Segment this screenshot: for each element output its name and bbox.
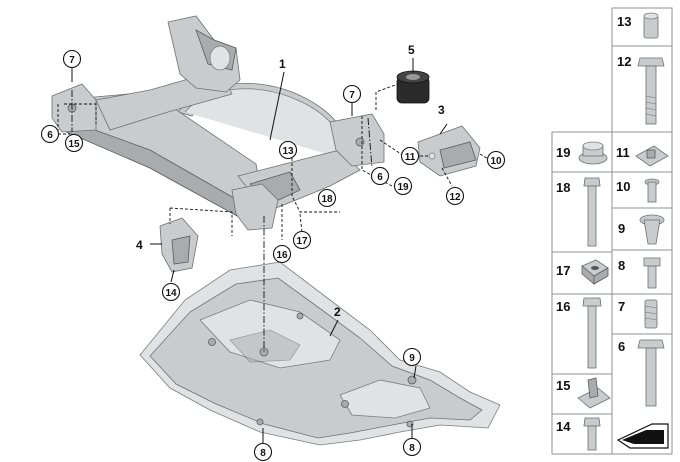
legend-item-7[interactable]: 7	[618, 299, 658, 329]
screw-8-icon	[643, 257, 661, 289]
legend-item-10[interactable]: 10	[616, 178, 660, 203]
legend-number: 14	[556, 419, 571, 434]
legend-number: 11	[616, 145, 630, 160]
callout-label: 8	[409, 443, 415, 454]
direction-arrow-icon	[616, 423, 669, 449]
legend-item-17[interactable]: 17	[556, 259, 609, 285]
legend-item-16[interactable]: 16	[556, 297, 602, 369]
parts-legend: 13 12 19 11	[551, 7, 673, 455]
callout-8-right[interactable]: 8	[402, 437, 422, 457]
callout-11[interactable]: 11	[400, 146, 420, 166]
mount-bracket-3	[417, 125, 481, 177]
callout-19[interactable]: 19	[393, 176, 413, 196]
callout-label: 4	[136, 238, 143, 252]
callout-label: 7	[349, 90, 355, 101]
callout-1[interactable]: 1	[279, 57, 286, 71]
callout-6-left[interactable]: 6	[40, 124, 60, 144]
flange-bolt-icon	[637, 339, 665, 407]
callout-label: 6	[377, 172, 383, 183]
expanding-nut-icon	[639, 214, 665, 245]
legend-number: 18	[556, 180, 570, 195]
callout-16[interactable]: 16	[272, 244, 292, 264]
legend-item-11[interactable]: 11	[616, 145, 669, 167]
callout-12[interactable]: 12	[445, 186, 465, 206]
callout-label: 13	[282, 146, 294, 157]
callout-label: 10	[490, 156, 502, 167]
legend-number: 12	[617, 54, 631, 69]
leader-lines	[57, 58, 491, 444]
callout-6-right[interactable]: 6	[370, 166, 390, 186]
callout-label: 7	[69, 55, 75, 66]
long-bolt-icon	[637, 57, 665, 125]
legend-item-14[interactable]: 14	[556, 417, 601, 451]
legend-item-6[interactable]: 6	[616, 339, 669, 449]
stud-bolt-icon	[644, 299, 658, 329]
legend-number: 9	[618, 221, 625, 236]
callout-label: 9	[409, 353, 415, 364]
callout-label: 6	[47, 130, 53, 141]
small-screw-icon	[644, 178, 660, 203]
legend-item-9[interactable]: 9	[618, 214, 665, 245]
callout-5[interactable]: 5	[408, 43, 415, 57]
legend-item-15[interactable]: 15	[556, 377, 611, 409]
callout-label: 11	[405, 152, 416, 163]
legend-number: 7	[618, 299, 625, 314]
bolt-16-icon	[582, 297, 602, 369]
legend-number: 6	[618, 339, 625, 354]
front-subframe	[51, 15, 385, 231]
rubber-mount	[396, 70, 430, 104]
legend-item-13[interactable]: 13	[617, 12, 659, 39]
callout-label: 1	[279, 57, 286, 71]
clip-nut-icon	[635, 145, 669, 167]
square-nut-icon	[581, 259, 609, 285]
callout-4[interactable]: 4	[136, 238, 143, 252]
legend-number: 16	[556, 299, 570, 314]
flange-nut-icon	[578, 141, 608, 165]
callout-label: 17	[296, 236, 308, 247]
callout-label: 16	[276, 250, 288, 261]
legend-number: 8	[618, 258, 625, 273]
callout-label: 18	[321, 194, 333, 205]
callout-label: 14	[165, 288, 177, 299]
callout-7-right[interactable]: 7	[342, 84, 362, 104]
callout-label: 19	[397, 182, 409, 193]
callout-14[interactable]: 14	[161, 282, 181, 302]
callout-label: 2	[334, 305, 341, 319]
legend-item-18[interactable]: 18	[556, 177, 601, 247]
callout-3[interactable]: 3	[438, 103, 445, 117]
legend-number: 10	[616, 179, 630, 194]
callout-7-left[interactable]: 7	[62, 49, 82, 69]
callout-label: 8	[260, 448, 266, 459]
callout-label: 3	[438, 103, 445, 117]
callout-9[interactable]: 9	[402, 347, 422, 367]
bolt-18-icon	[583, 177, 601, 247]
callout-10[interactable]: 10	[486, 150, 506, 170]
callout-2[interactable]: 2	[334, 305, 341, 319]
callout-label: 12	[449, 192, 461, 203]
clip-icon	[577, 377, 611, 409]
legend-item-12[interactable]: 12	[617, 54, 665, 125]
callout-label: 15	[68, 139, 80, 150]
callout-17[interactable]: 17	[292, 230, 312, 250]
underbody-panel	[139, 261, 501, 446]
callout-15[interactable]: 15	[64, 133, 84, 153]
legend-number: 19	[556, 145, 570, 160]
legend-item-8[interactable]: 8	[618, 257, 661, 289]
legend-number: 15	[556, 378, 570, 393]
callout-label: 5	[408, 43, 415, 57]
legend-number: 17	[556, 263, 570, 278]
legend-number: 13	[617, 14, 631, 29]
legend-item-19[interactable]: 19	[556, 141, 608, 165]
mount-bracket-4	[159, 217, 199, 273]
callout-13[interactable]: 13	[278, 140, 298, 160]
callout-8-left[interactable]: 8	[253, 442, 273, 462]
bolt-14-icon	[583, 417, 601, 451]
sleeve-nut-icon	[643, 12, 659, 39]
callout-18[interactable]: 18	[317, 188, 337, 208]
